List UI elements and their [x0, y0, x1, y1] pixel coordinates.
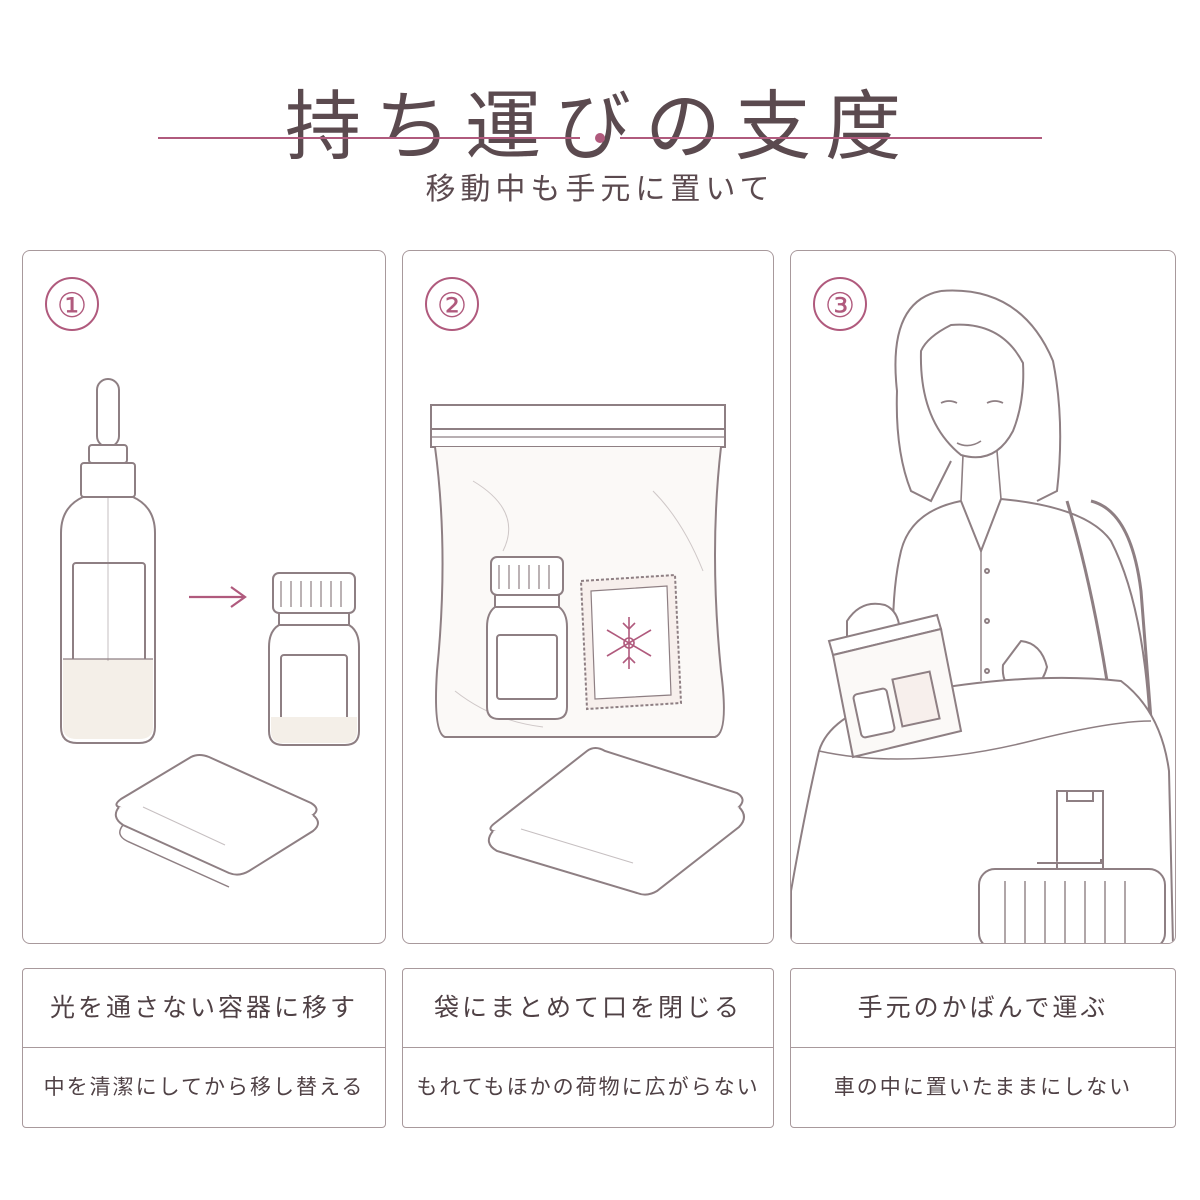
- step-note: 車の中に置いたままにしない: [833, 1075, 1133, 1099]
- step-3-caption-card: 手元のかばんで運ぶ 車の中に置いたままにしない: [790, 968, 1176, 1128]
- amber-bottle-icon: [268, 572, 360, 746]
- step-number-badge: ①: [45, 277, 99, 331]
- step-note: 中を清潔にしてから移し替える: [43, 1075, 365, 1099]
- suitcase-icon: [978, 790, 1166, 943]
- step-3-illustration: [791, 289, 1174, 943]
- zip-bag-icon: [827, 613, 963, 759]
- step-1-illustration: [60, 378, 360, 888]
- step-2-panel: ②: [402, 250, 774, 944]
- step-2-caption-card: 袋にまとめて口を閉じる もれてもほかの荷物に広がらない: [402, 968, 774, 1128]
- cold-pack-icon: [579, 573, 683, 711]
- step-number-badge: ③: [813, 277, 867, 331]
- arrow-icon: [189, 586, 247, 608]
- step-1-panel: ①: [22, 250, 386, 944]
- step-title: 光を通さない容器に移す: [23, 969, 385, 1048]
- dropper-bottle-icon: [60, 378, 156, 744]
- folded-towel-icon: [487, 747, 745, 896]
- page-subtitle: 移動中も手元に置いて: [425, 172, 775, 207]
- title-divider: [158, 133, 1042, 143]
- step-note: もれてもほかの荷物に広がらない: [416, 1075, 760, 1099]
- step-title: 袋にまとめて口を閉じる: [403, 969, 773, 1048]
- folded-towel-icon: [114, 754, 319, 888]
- step-3-panel: ③: [790, 250, 1176, 944]
- step-title: 手元のかばんで運ぶ: [791, 969, 1175, 1048]
- step-1-caption-card: 光を通さない容器に移す 中を清潔にしてから移し替える: [22, 968, 386, 1128]
- page-title: 持ち運びの支度: [285, 81, 915, 171]
- step-number-badge: ②: [425, 277, 479, 331]
- step-2-illustration: [430, 404, 745, 896]
- bottle-icon: [486, 556, 568, 720]
